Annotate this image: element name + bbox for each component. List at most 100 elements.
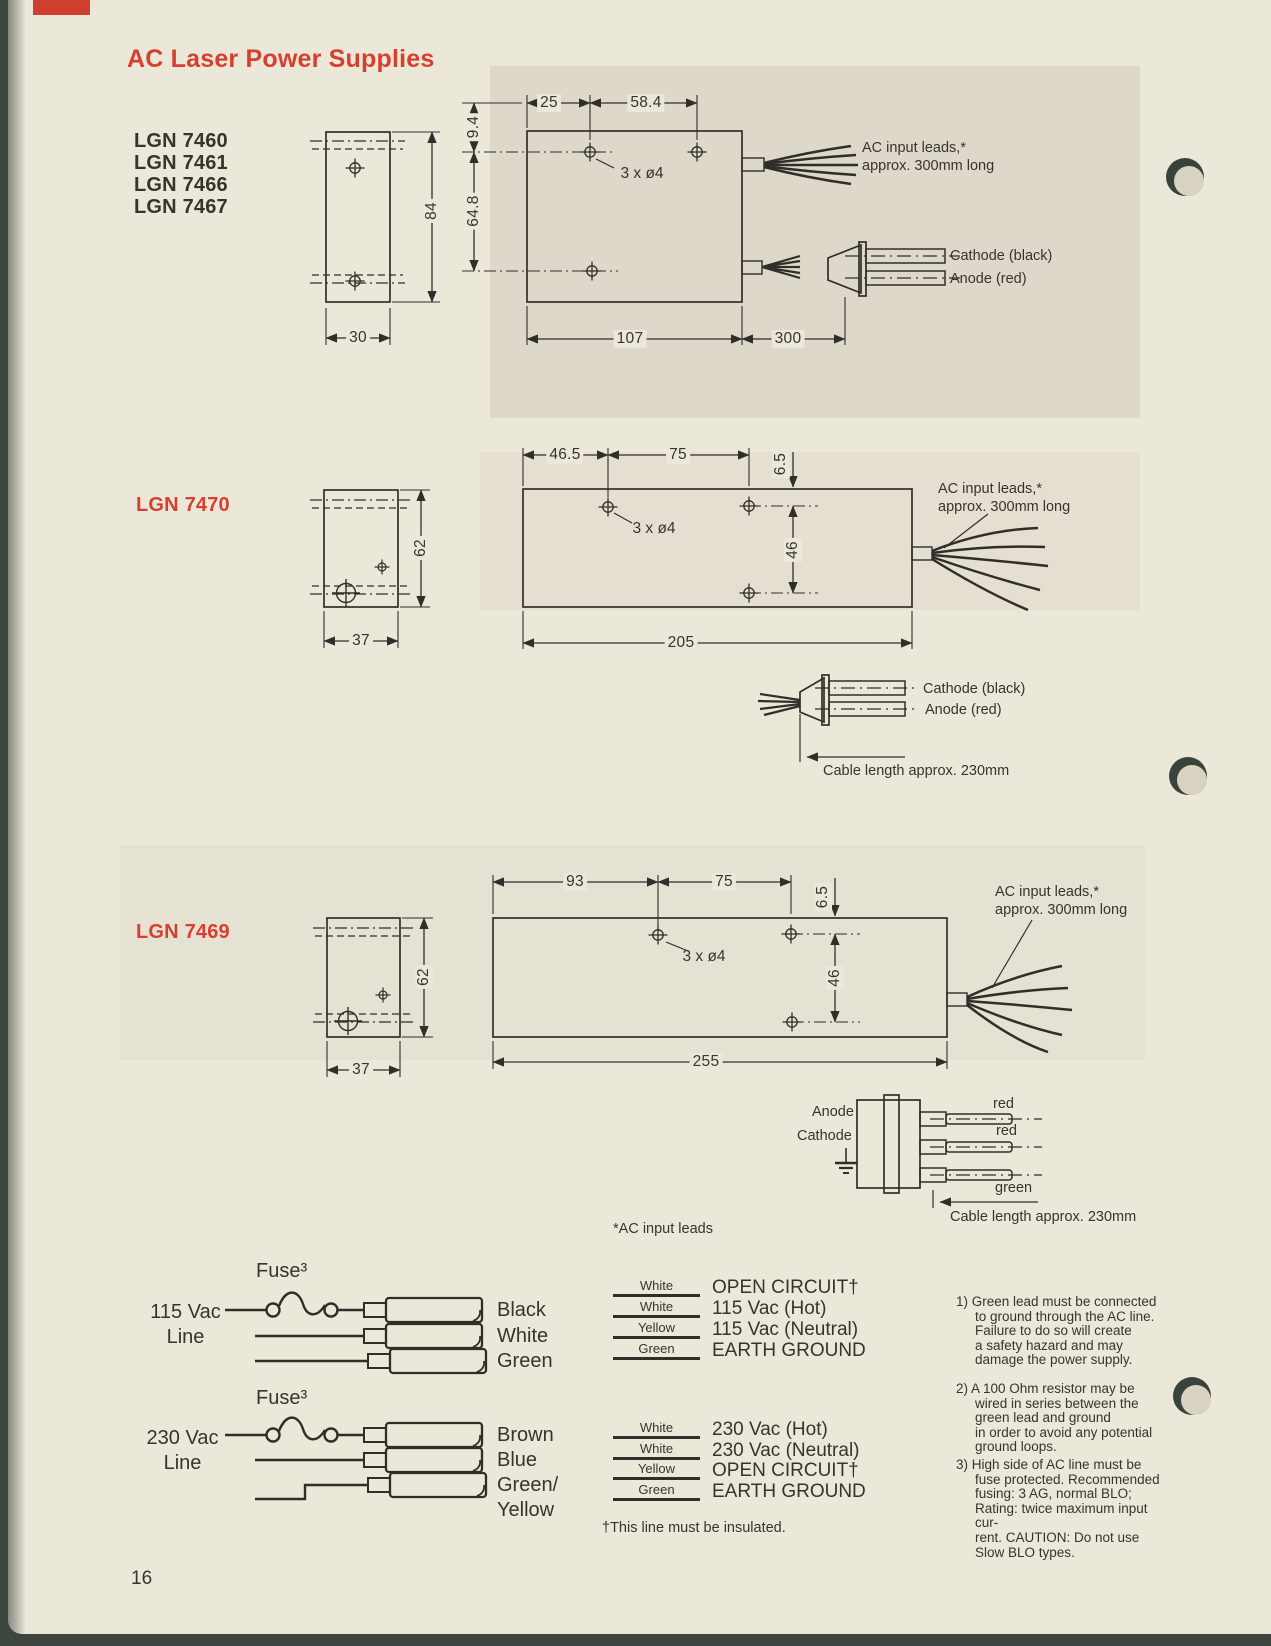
dim-30: 30 [346,329,370,347]
dim-255: 255 [689,1053,723,1071]
drawing-lgn7460-leads [741,144,960,297]
table-row: Green EARTH GROUND [613,1481,943,1502]
model-lgn7466: LGN 7466 [134,174,228,196]
dim-6-5: 6.5 [772,449,790,479]
drawing-lgn7470-connector [757,674,918,762]
wire-green-yellow-label: Green/ Yellow [497,1474,559,1521]
page-number: 16 [131,1568,153,1589]
wire-bar [613,1456,700,1460]
drawing-lgn7470-top-view [522,448,1049,649]
wire-bar [613,1497,700,1501]
dim-62: 62 [415,965,433,989]
anode-label: Anode [812,1104,854,1120]
wire-green-label: green [995,1180,1033,1196]
wire-function: EARTH GROUND [712,1340,866,1361]
dim-93: 93 [563,873,587,891]
drawing-lgn7470-side-view [310,489,430,648]
wire-function: 230 Vac (Neutral) [712,1439,860,1461]
wire-function: EARTH GROUND [712,1480,866,1502]
dim-9-4: 9.4 [465,112,483,142]
table-row: White 230 Vac (Neutral) [613,1440,943,1461]
table-row: White 230 Vac (Hot) [613,1419,943,1440]
model-lgn7467: LGN 7467 [134,196,228,218]
fuse-label-115: Fuse³ [256,1260,308,1282]
hole-callout: 3 x ø4 [620,165,664,182]
wire-bar [613,1357,700,1361]
table-row: Yellow 115 Vac (Neutral) [613,1319,943,1340]
dim-107: 107 [613,330,647,348]
dim-84: 84 [423,199,441,223]
fuse-label-230: Fuse³ [256,1387,308,1409]
wire-color: Green [638,1481,675,1497]
dim-37: 37 [349,632,373,650]
punch-hole [1166,158,1204,196]
ac-leads-label: AC input leads,* approx. 300mm long [995,884,1128,918]
dim-6-5: 6.5 [814,882,832,912]
drawing-lgn7469-top-view [492,875,1073,1069]
drawing-lgn7460-top-view [462,95,846,345]
drawing-lgn7460-side-view [310,131,440,345]
cable-length-label: Cable length approx. 230mm [823,763,1010,779]
dim-46: 46 [784,538,802,562]
wire-color: White [639,1420,674,1435]
anode-label: Anode (red) [950,271,1027,287]
wire-green-label: Green [497,1350,553,1372]
page-title: AC Laser Power Supplies [127,45,435,73]
earth-ground-icon [835,1148,857,1174]
paper-sheet [8,0,1271,1634]
wire-black-label: Black [497,1299,546,1321]
wire-function: 115 Vac (Hot) [712,1298,827,1319]
wire-white-label: White [497,1325,549,1347]
punch-hole [1173,1377,1211,1415]
wire-brown-label: Brown [497,1424,554,1446]
wire-color: Yellow [637,1320,676,1335]
note-3: 3) High side of AC line must be fuse pro… [956,1457,1160,1560]
wire-color: Yellow [637,1461,676,1476]
table-row: White 115 Vac (Hot) [613,1298,943,1319]
dim-205: 205 [664,634,698,652]
dim-46: 46 [826,966,844,990]
table-row: Green EARTH GROUND [613,1340,943,1361]
model-lgn7460: LGN 7460 [134,130,228,152]
line-230vac-label: 230 Vac Line [146,1427,219,1474]
dim-25: 25 [537,94,561,112]
hole-callout: 3 x ø4 [632,520,676,537]
wire-function: OPEN CIRCUIT† [712,1460,859,1481]
red-corner-mark [33,0,90,15]
anode-label: Anode (red) [925,702,1002,718]
note-1: 1) Green lead must be connected to groun… [956,1294,1157,1368]
wire-bar [613,1436,700,1440]
wire-color: Green [638,1341,675,1356]
dim-46-5: 46.5 [546,446,584,464]
ac-input-leads-footnote: *AC input leads [613,1221,713,1237]
wire-color: White [639,1278,674,1293]
ac-leads-label: AC input leads,* approx. 300mm long [938,481,1071,515]
wire-function: 230 Vac (Hot) [712,1419,828,1440]
drawing-lgn7469-side-view [313,917,433,1077]
table-row: White OPEN CIRCUIT† [613,1277,943,1298]
wire-bar [613,1477,700,1481]
line-115vac-label: 115 Vac Line [150,1301,221,1348]
wire-color: White [639,1299,674,1314]
cable-length-label: Cable length approx. 230mm [950,1209,1137,1225]
wire-blue-label: Blue [497,1449,538,1471]
wire-red-label: red [996,1123,1017,1139]
wire-red-label: red [993,1096,1014,1112]
drawing-lgn7469-plug [835,1094,1042,1208]
dim-58-4: 58.4 [627,94,665,112]
wire-bar [613,1315,700,1319]
hole-callout: 3 x ø4 [682,948,726,965]
dim-75: 75 [712,873,736,891]
wire-function: 115 Vac (Neutral) [712,1319,859,1340]
table-row: Yellow OPEN CIRCUIT† [613,1460,943,1481]
notes-column: 1) Green lead must be connected to groun… [956,1294,1160,1559]
note-2: 2) A 100 Ohm resistor may be wired in se… [956,1381,1153,1455]
cathode-label: Cathode [797,1128,852,1144]
wire-bar [613,1336,700,1340]
model-lgn7470: LGN 7470 [136,494,230,516]
dim-75: 75 [666,446,690,464]
wire-color: White [639,1440,674,1456]
dim-62: 62 [412,536,430,560]
